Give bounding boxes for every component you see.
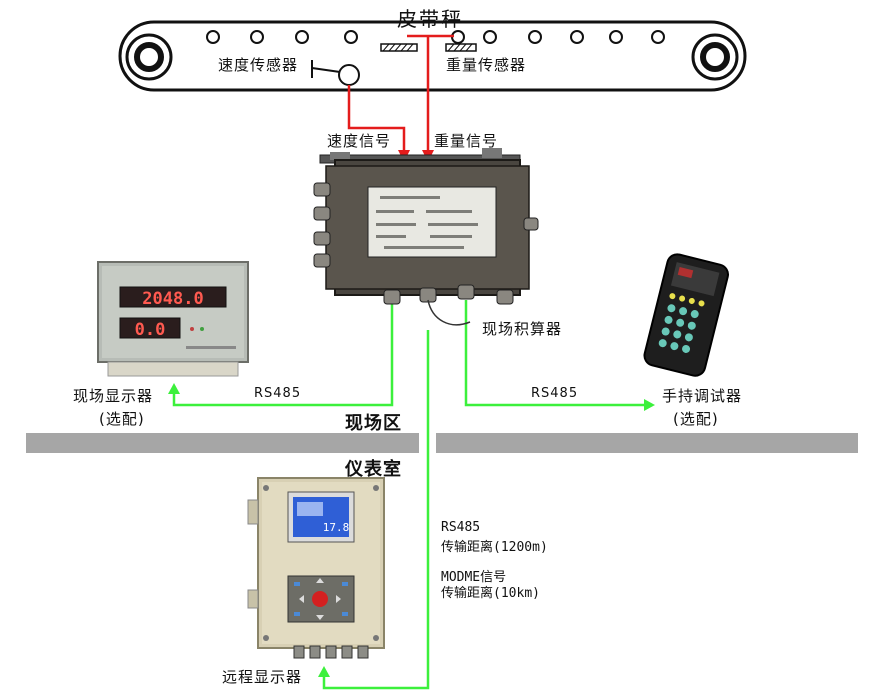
modem-distance-prefix: 传输距离: [441, 586, 494, 601]
rs485-left-label: RS485: [254, 386, 302, 401]
field-display-readout-bottom: 0.0: [135, 320, 166, 340]
handheld-tester-device: [643, 253, 729, 377]
modem-distance-label: 传输距离(10km): [441, 582, 540, 601]
control-room-label: 仪表室: [345, 459, 402, 480]
field-display-label: 现场显示器: [73, 387, 154, 405]
handheld-optional-label: (选配): [673, 410, 719, 428]
belt-scale-title: 皮带秤: [397, 7, 463, 31]
field-zone-band-left: [26, 433, 419, 453]
remote-display-device: [247, 477, 385, 659]
field-zone-label: 现场区: [345, 413, 402, 434]
field-integrator-device: [313, 148, 539, 326]
rs485-remote-label: RS485: [441, 520, 481, 535]
field-zone-band-right: [436, 433, 858, 453]
remote-display-readout: 17.8: [323, 521, 350, 534]
speed-sensor-label: 速度传感器: [218, 56, 299, 74]
weight-signal-label: 重量信号: [434, 132, 499, 150]
signal-lines: [347, 34, 454, 152]
modem-distance-value: (10km): [493, 586, 540, 601]
field-display-device: [97, 261, 249, 377]
handheld-label: 手持调试器: [662, 387, 743, 405]
field-display-readout-top: 2048.0: [142, 289, 203, 309]
conveyor-belt: [118, 20, 747, 92]
modem-signal-label: MODME信号: [441, 570, 507, 585]
rs485-distance-label: 传输距离(1200m): [441, 540, 548, 555]
integrator-label: 现场积算器: [482, 320, 563, 338]
weight-sensor-label: 重量传感器: [446, 56, 527, 74]
comm-lines: [172, 300, 646, 690]
remote-display-label: 远程显示器: [222, 668, 303, 686]
speed-signal-label: 速度信号: [327, 132, 392, 150]
rs485-right-label: RS485: [531, 386, 579, 401]
field-display-optional-label: (选配): [99, 410, 145, 428]
